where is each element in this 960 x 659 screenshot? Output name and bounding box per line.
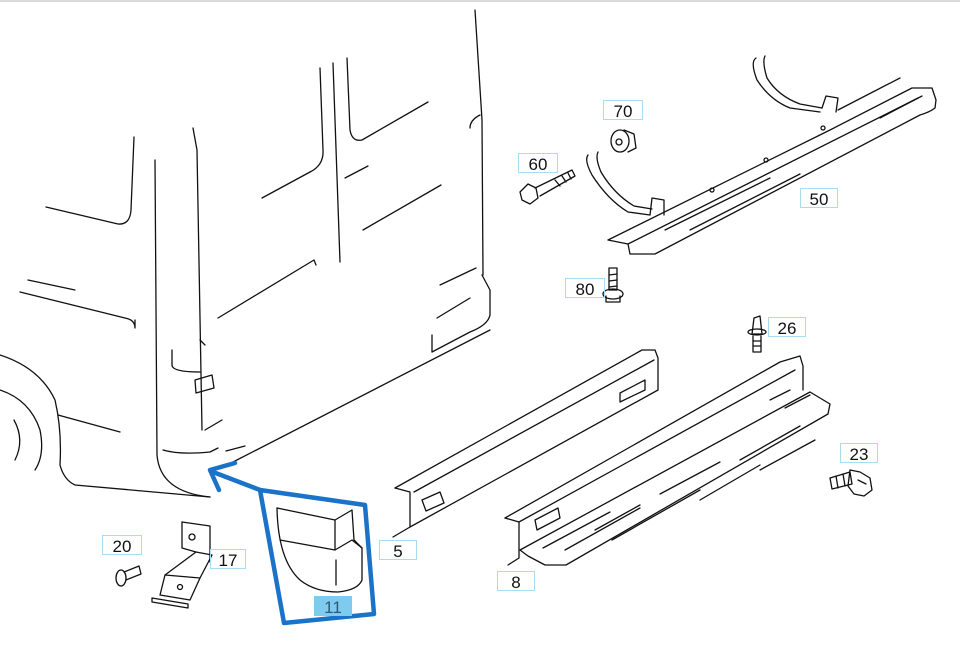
part-11-endcap-drawing — [276, 507, 363, 593]
part-20-screw-drawing — [115, 565, 142, 587]
part-callout-5[interactable]: 5 — [379, 540, 417, 561]
part-callout-11[interactable]: 11 — [314, 596, 352, 617]
part-callout-26[interactable]: 26 — [768, 317, 806, 338]
part-26-screw-drawing — [747, 315, 767, 353]
part-80-bolt-drawing — [602, 267, 624, 303]
part-callout-17[interactable]: 17 — [210, 549, 246, 570]
part-callout-50[interactable]: 50 — [800, 188, 838, 209]
part-8-step-drawing — [504, 355, 831, 566]
top-border — [0, 0, 960, 2]
van-body-drawing — [0, 9, 491, 498]
part-5-rail-drawing — [392, 349, 659, 538]
part-callout-20[interactable]: 20 — [102, 535, 142, 556]
selection-highlight — [207, 460, 377, 626]
part-callout-23[interactable]: 23 — [840, 443, 878, 464]
part-callout-8[interactable]: 8 — [497, 571, 535, 592]
part-23-bolt-drawing — [829, 469, 873, 497]
part-70-nut-drawing — [610, 129, 637, 153]
part-callout-70[interactable]: 70 — [603, 100, 643, 121]
part-callout-60[interactable]: 60 — [518, 153, 558, 174]
part-17-bracket-drawing — [151, 521, 213, 609]
part-callout-80[interactable]: 80 — [565, 278, 605, 299]
part-60-bolt-drawing — [519, 169, 576, 205]
part-50-drawing — [586, 55, 937, 255]
